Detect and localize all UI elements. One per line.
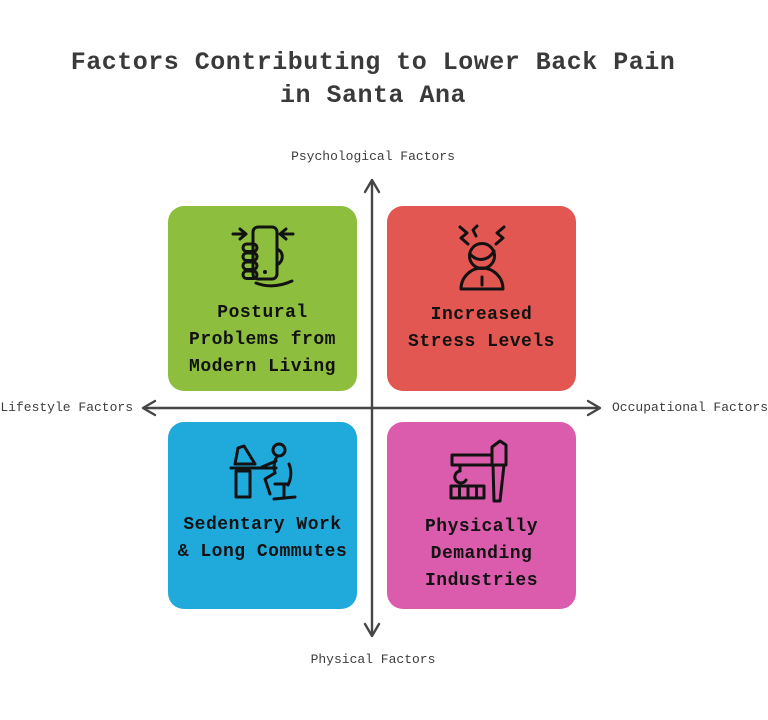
axis-label-psychological: Psychological Factors (291, 149, 455, 164)
axis-label-physical: Physical Factors (310, 652, 436, 667)
quadrant-card-sedentary: Sedentary Work & Long Commutes (168, 422, 357, 609)
quadrant-label-postural: Postural Problems from Modern Living (189, 303, 336, 377)
quadrant-card-stress: Increased Stress Levels (387, 206, 576, 391)
smartphone-hand-icon (231, 225, 294, 288)
quadrant-label-physical-industries: Physically Demanding Industries (424, 517, 539, 591)
quadrant-label-stress: Increased Stress Levels (408, 305, 555, 352)
quadrant-card-physical-industries: Physically Demanding Industries (387, 422, 576, 609)
arrow-right-head (586, 399, 602, 417)
construction-crane-icon (449, 439, 507, 503)
axis-label-lifestyle: Lifestyle Factors (0, 400, 133, 415)
desk-worker-icon (229, 442, 296, 501)
arrow-down-head (363, 622, 381, 638)
page-title: Factors Contributing to Lower Back Pain … (70, 48, 676, 110)
arrow-left-head (141, 399, 157, 417)
arrow-up-head (363, 178, 381, 194)
quadrant-label-sedentary: Sedentary Work & Long Commutes (177, 515, 348, 562)
axis-label-occupational: Occupational Factors (612, 400, 768, 415)
stressed-person-icon (458, 224, 505, 291)
quadrant-card-postural: Postural Problems from Modern Living (168, 206, 357, 391)
